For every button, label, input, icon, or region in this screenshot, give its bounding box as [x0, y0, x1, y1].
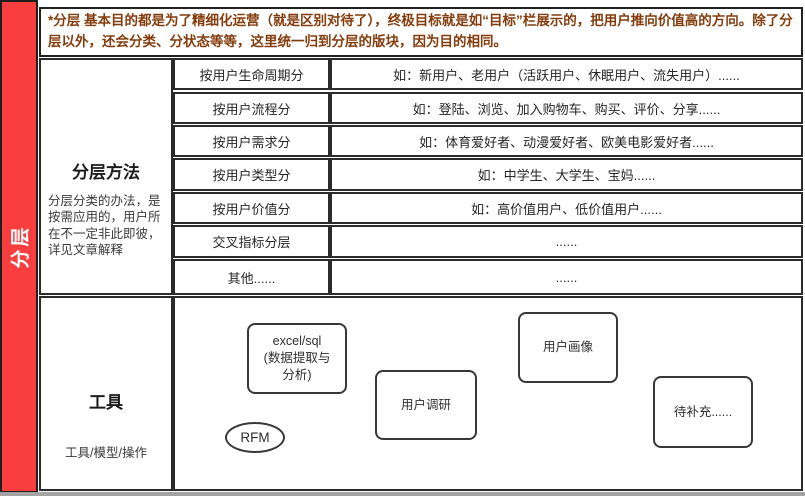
- tool-node-user-survey: 用户调研: [375, 370, 477, 440]
- method-label-text: 按用户流程分: [212, 101, 291, 117]
- method-row-label: 按用户生命周期分: [173, 58, 330, 90]
- method-row-example: ......: [330, 259, 803, 295]
- tool-node-rfm: RFM: [225, 422, 285, 453]
- methods-header-cell: 分层方法 分层分类的办法，是按需应用的，用户所在不一定非此即彼，详见文章解释: [39, 58, 173, 295]
- next-section-edge: [0, 492, 805, 496]
- method-example-text: 如：新用户、老用户（活跃用户、休眠用户、流失用户）......: [393, 67, 740, 83]
- method-example-text: 如：登陆、浏览、加入购物车、购买、评价、分享......: [412, 101, 721, 117]
- method-label-text: 交叉指标分层: [212, 235, 291, 250]
- tools-header-cell: 工具 工具/模型/操作: [39, 296, 173, 491]
- method-row-label: 按用户流程分: [173, 92, 330, 124]
- method-row-label: 交叉指标分层: [173, 225, 330, 258]
- methods-description: 分层分类的办法，是按需应用的，用户所在不一定非此即彼，详见文章解释: [48, 194, 161, 257]
- method-example-text: 如：高价值用户、低价值用户......: [471, 201, 662, 217]
- method-row-label: 按用户价值分: [173, 192, 330, 224]
- tool-node-label: 用户调研: [400, 397, 451, 412]
- method-row-example: 如：体育爱好者、动漫爱好者、欧美电影爱好者......: [330, 125, 803, 157]
- method-row-label: 按用户类型分: [173, 158, 330, 191]
- method-label-text: 按用户类型分: [212, 168, 291, 183]
- method-row-example: 如：中学生、大学生、宝妈......: [330, 158, 803, 191]
- tool-node-label: RFM: [240, 430, 270, 445]
- method-row-example: 如：新用户、老用户（活跃用户、休眠用户、流失用户）......: [330, 58, 803, 90]
- tool-node-user-persona: 用户画像: [518, 312, 618, 383]
- method-row-example: ......: [330, 225, 803, 258]
- tool-node-sublabel: (数据提取与分析): [263, 351, 331, 382]
- method-row-label: 按用户需求分: [173, 125, 330, 157]
- annotation-box: *分层 基本目的都是为了精细化运营（就是区别对待了），终极目标就是如“目标”栏展…: [39, 7, 803, 57]
- method-row-label: 其他......: [173, 259, 330, 295]
- tool-node-label: excel/sql: [272, 334, 322, 349]
- method-row-example: 如：高价值用户、低价值用户......: [330, 192, 803, 224]
- tool-node-excel-sql: excel/sql (数据提取与分析): [247, 323, 347, 394]
- method-label-text: 按用户价值分: [212, 201, 291, 217]
- method-example-text: ......: [555, 269, 578, 285]
- section-band-label: 分层: [10, 224, 32, 269]
- method-label-text: 按用户需求分: [212, 134, 291, 150]
- annotation-text: *分层 基本目的都是为了精细化运营（就是区别对待了），终极目标就是如“目标”栏展…: [48, 13, 793, 49]
- tool-node-label: 待补充......: [673, 404, 733, 419]
- method-example-text: ......: [555, 234, 578, 249]
- tools-subtitle: 工具/模型/操作: [65, 446, 147, 460]
- tools-title: 工具: [89, 393, 123, 412]
- methods-title: 分层方法: [72, 163, 140, 182]
- section-band-layering: 分层: [0, 0, 38, 493]
- tools-canvas: excel/sql (数据提取与分析) RFM 用户调研 用户画像 待补充...…: [173, 296, 803, 491]
- method-label-text: 按用户生命周期分: [199, 67, 304, 83]
- tool-node-to-be-added: 待补充......: [653, 376, 753, 448]
- method-row-example: 如：登陆、浏览、加入购物车、购买、评价、分享......: [330, 92, 803, 124]
- tool-node-label: 用户画像: [542, 340, 593, 355]
- method-example-text: 如：体育爱好者、动漫爱好者、欧美电影爱好者......: [419, 134, 714, 150]
- method-example-text: 如：中学生、大学生、宝妈......: [477, 168, 656, 183]
- method-label-text: 其他......: [227, 270, 276, 286]
